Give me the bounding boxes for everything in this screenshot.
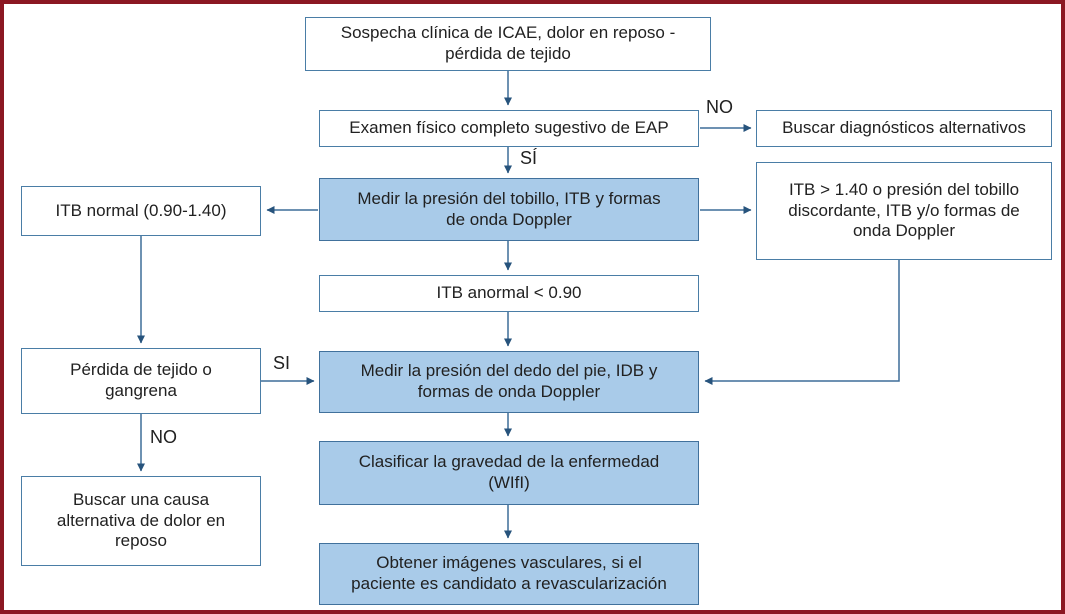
node-medir-presion-dedo-pie: Medir la presión del dedo del pie, IDB y… [319,351,699,413]
node-examen-fisico: Examen físico completo sugestivo de EAP [319,110,699,147]
node-obtener-imagenes-vasculares: Obtener imágenes vasculares, si el pacie… [319,543,699,605]
node-buscar-diagnosticos-alternativos: Buscar diagnósticos alternativos [756,110,1052,147]
node-itb-normal: ITB normal (0.90-1.40) [21,186,261,236]
edge-label-si-perdida: SI [273,353,291,373]
node-medir-presion-tobillo: Medir la presión del tobillo, ITB y form… [319,178,699,241]
node-sospecha-clinica: Sospecha clínica de ICAE, dolor en repos… [305,17,711,71]
node-buscar-causa-alternativa: Buscar una causa alternativa de dolor en… [21,476,261,566]
node-perdida-tejido-gangrena: Pérdida de tejido o gangrena [21,348,261,414]
edge-label-si-examen: SÍ [520,148,538,168]
node-itb-discordante: ITB > 1.40 o presión del tobillo discord… [756,162,1052,260]
edge-label-no-perdida: NO [150,427,177,447]
edge-label-no-examen: NO [706,97,733,117]
node-itb-anormal: ITB anormal < 0.90 [319,275,699,312]
arrow-itbdiscordante-medirdedo [704,260,900,385]
node-clasificar-gravedad-wifi: Clasificar la gravedad de la enfermedad … [319,441,699,505]
